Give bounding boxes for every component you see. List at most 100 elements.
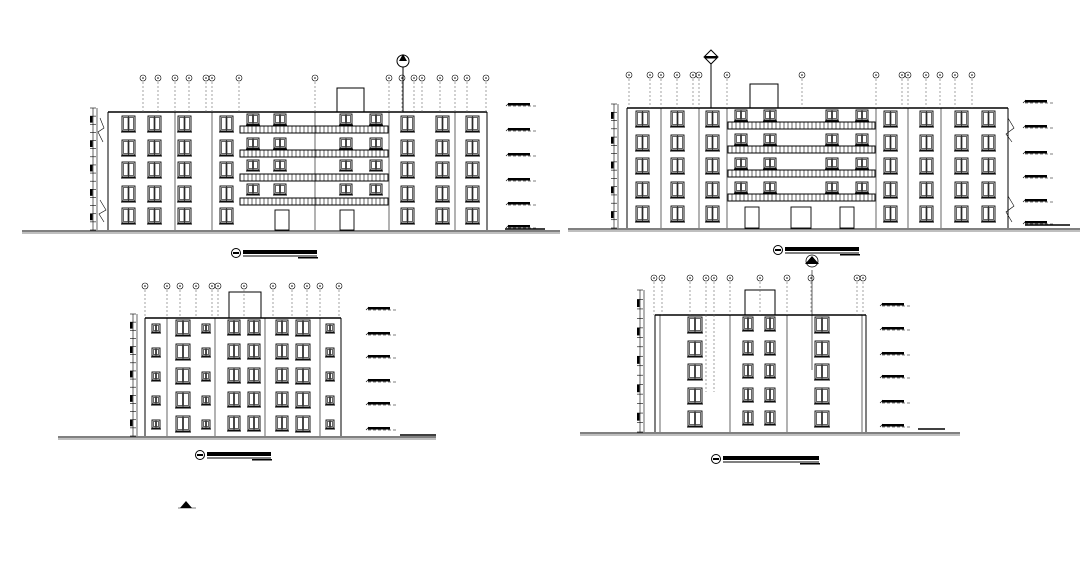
window [435,207,450,225]
window-pane [303,417,309,430]
grid-bubble [872,71,880,79]
grid-bubble-dot [971,74,973,76]
window-pane [748,365,752,376]
window-pane [442,141,448,154]
window-pane [437,187,443,200]
grid-bubble-dot [166,285,168,287]
grid-bubble-dot [692,74,694,76]
window-pane [154,141,160,154]
window [339,113,353,126]
window-pane [402,117,408,130]
window-pane [983,136,989,149]
window-pane [642,136,648,149]
window-pane [346,115,351,123]
window-pane [677,136,683,149]
window-pane [765,159,770,167]
window-pane [695,412,701,425]
grid-bubble-dot [862,277,864,279]
grid-bubble-dot [439,77,441,79]
level-marker [365,378,396,383]
window [295,367,311,385]
window [825,157,839,170]
window-pane [183,393,189,406]
window-pane [642,183,648,196]
grid-bubble [968,71,976,79]
window [201,347,211,358]
window-pane [766,318,770,329]
window-pane [707,159,713,172]
grid-bubble-dot [243,285,245,287]
level-marker [1022,174,1053,179]
window-pane [123,141,129,154]
window-pane [766,389,770,400]
window-pane [303,321,309,334]
grid-bubble [176,282,184,290]
grid-bubble [951,71,959,79]
window [246,137,260,150]
view-title [195,450,272,461]
window-pane [226,209,232,222]
window-pane [156,349,159,355]
grid-bubble [163,282,171,290]
level-marker-tick [879,351,884,356]
window-pane [677,207,683,220]
window-pane [149,187,155,200]
window-pane [677,159,683,172]
window-pane [149,163,155,176]
window-pane [467,141,473,154]
window [734,157,748,170]
level-marker-bar [1025,100,1047,103]
vertical-dimension-string [90,107,98,231]
window [219,115,234,133]
window [465,139,480,157]
level-marker-bar [368,402,390,405]
grid-bubble [936,71,944,79]
window [435,161,450,179]
grid-bubble [673,71,681,79]
window [763,157,777,170]
vertical-dimension-string [637,289,645,433]
window [247,367,261,384]
grid-bubble-dot [388,77,390,79]
window [670,205,685,223]
window [175,367,191,385]
window-pane [249,369,254,381]
window-pane [341,185,346,193]
stair-tower [336,87,365,113]
window [177,185,192,203]
level-marker-bar [882,303,904,306]
window-pane [988,112,994,125]
window [339,159,353,172]
window [147,207,162,225]
window-pane [437,141,443,154]
view-title-text-block [723,456,819,460]
window-pane [988,207,994,220]
window-pane [206,373,209,379]
window-pane [249,321,254,333]
window [981,110,996,128]
grid-bubble-dot [421,77,423,79]
grid-bubble-dot [157,77,159,79]
window [147,139,162,157]
level-marker [505,201,536,206]
window [121,185,136,203]
window-pane [736,183,741,191]
window-pane [672,112,678,125]
window-pane [179,187,185,200]
window [121,139,136,157]
window [435,115,450,133]
window-pane [983,159,989,172]
window [175,415,191,433]
window-pane [280,139,285,147]
window-pane [253,115,258,123]
grid-bubble-dot [801,74,803,76]
grid-bubble [723,71,731,79]
grid-bubble [710,274,718,282]
view-title-text-block [207,452,271,456]
window-pane [221,209,227,222]
window-pane [277,417,282,429]
level-marker-bar [508,103,530,106]
window-pane [816,342,822,355]
window [325,395,335,406]
